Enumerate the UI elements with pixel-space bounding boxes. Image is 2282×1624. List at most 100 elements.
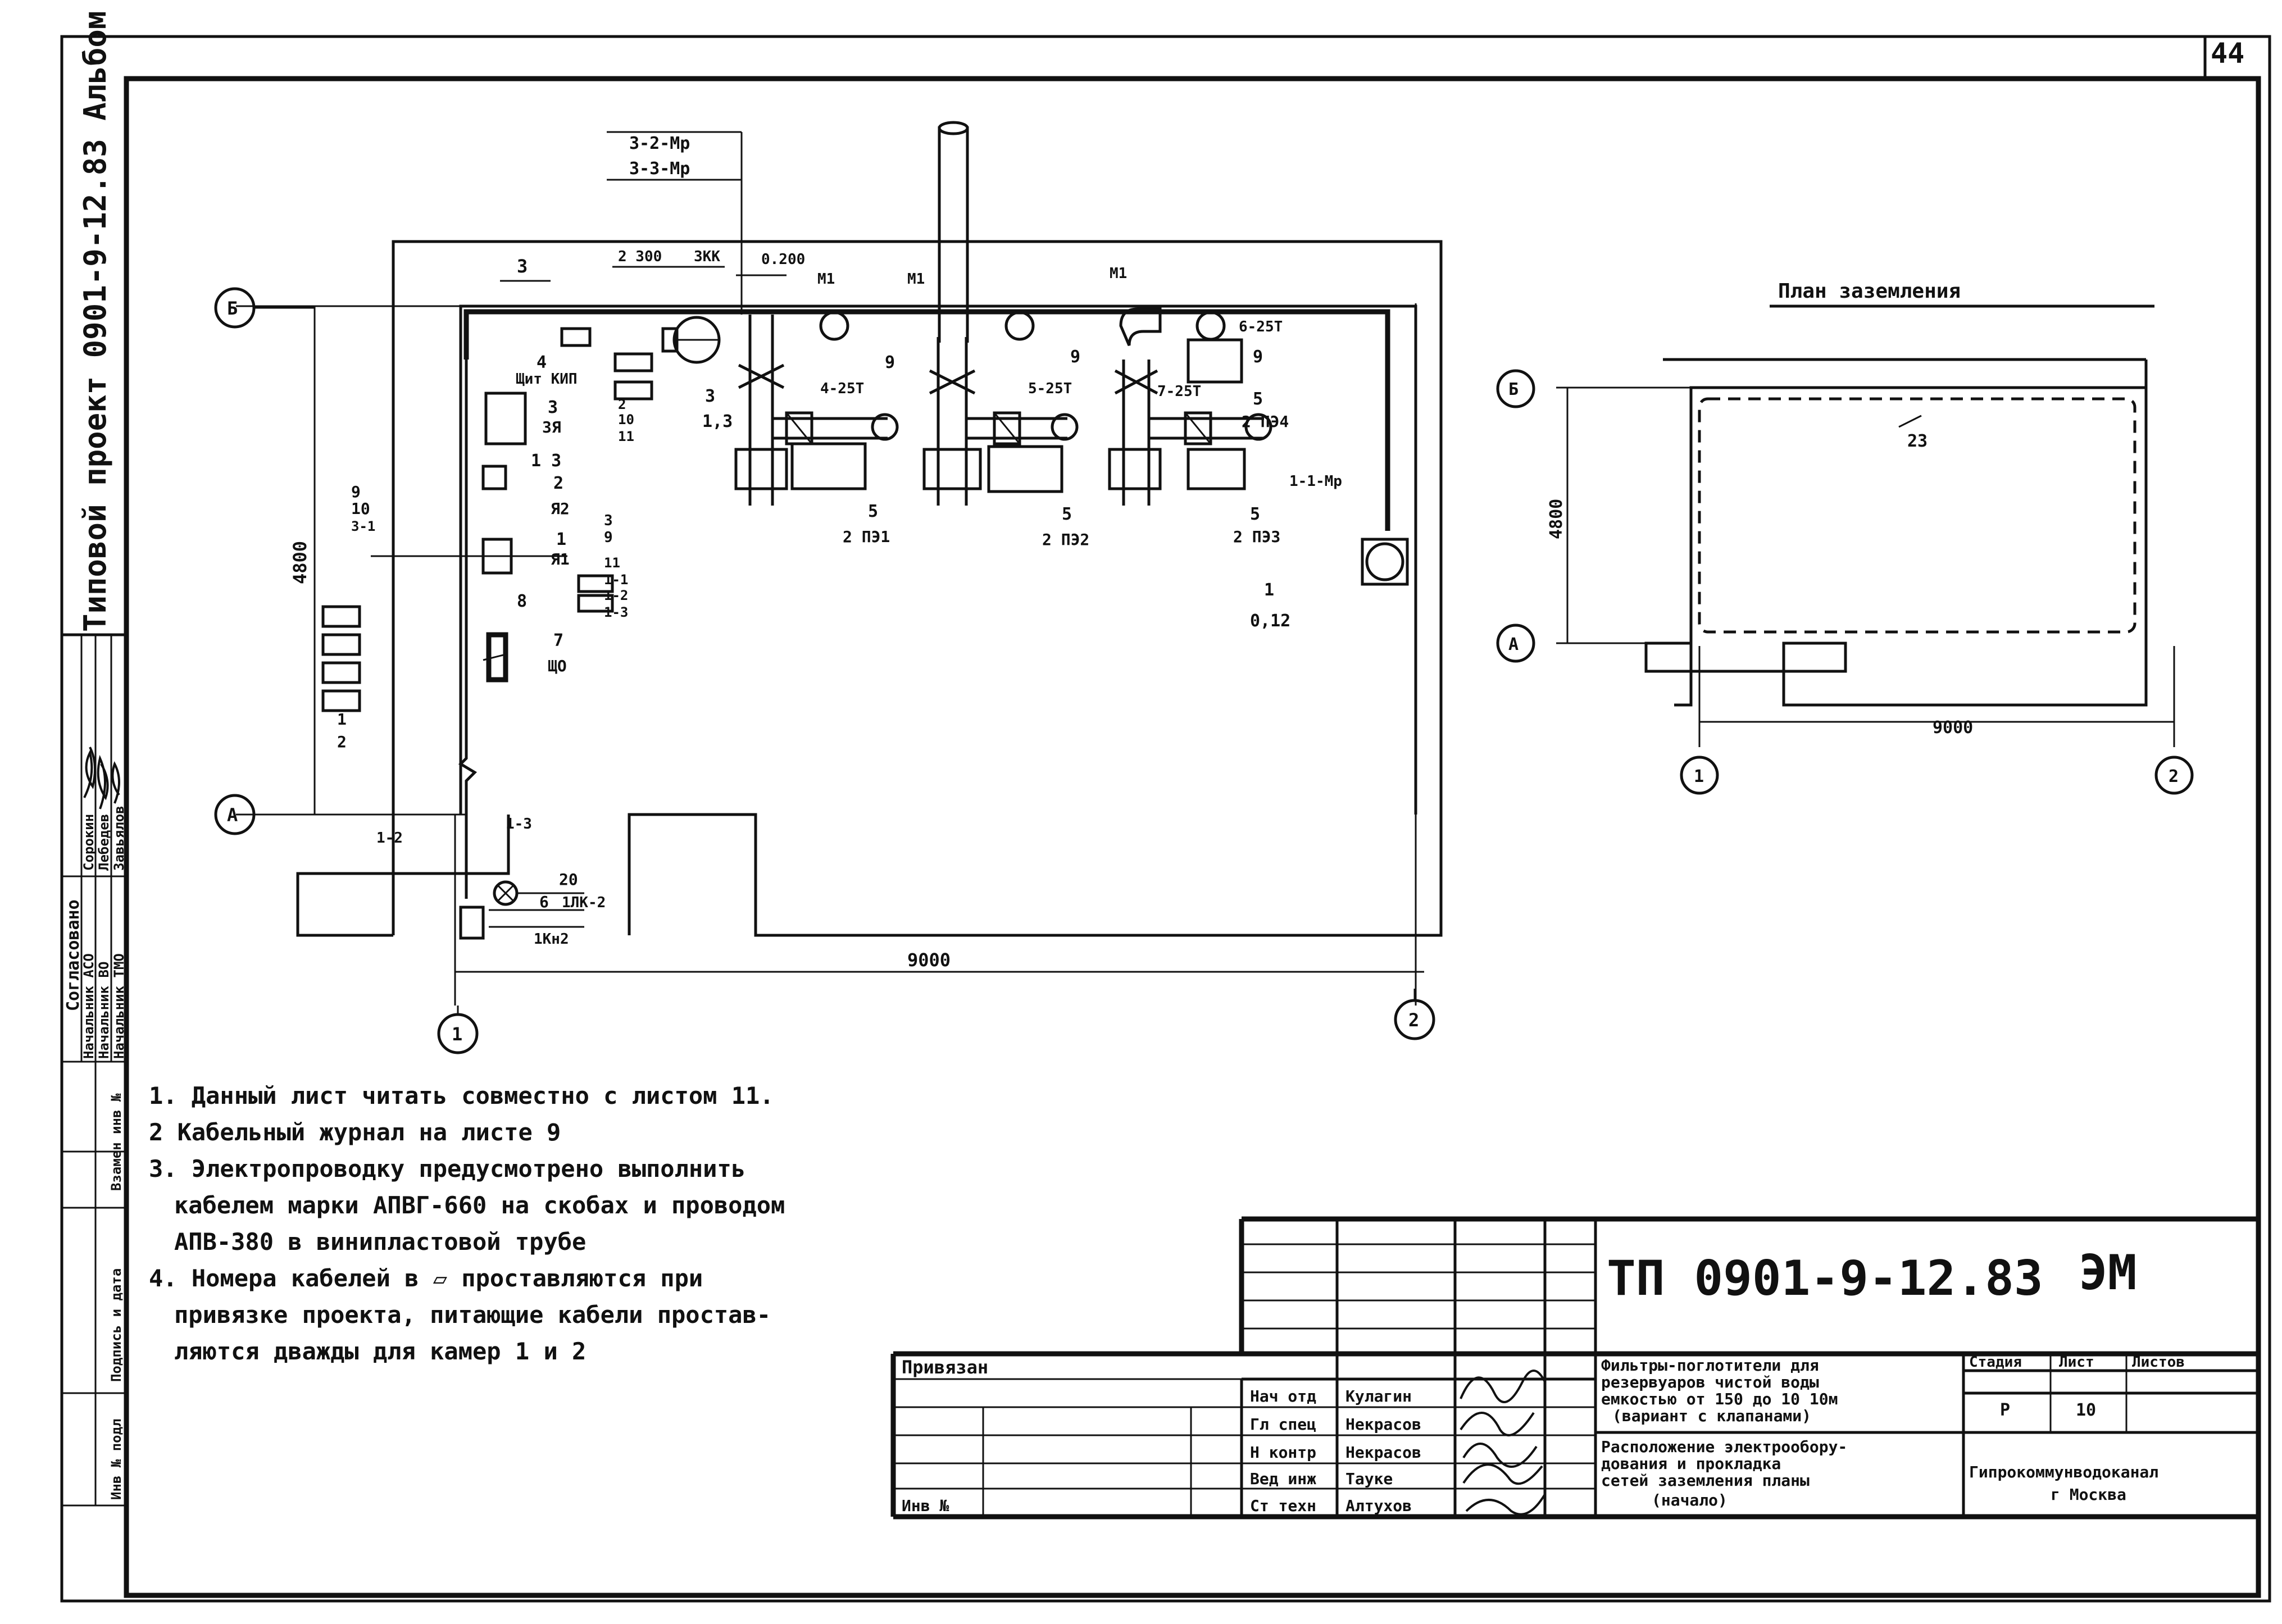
stamp-inv-orig: Инв № подл xyxy=(108,1419,124,1500)
g-axis-2-label: 2 xyxy=(2169,767,2179,786)
label-frac-1: 1 xyxy=(337,710,347,729)
label-7-25t: 7-25Т xyxy=(1157,383,1201,400)
plan-width-dim: 9000 xyxy=(907,949,951,971)
label-1-ya1: 1 xyxy=(556,530,566,549)
title-block: ТП 0901-9-12.83 ЭМ Привязан Инв № Нач от… xyxy=(890,1216,2258,1520)
g-width-dim: 9000 xyxy=(1933,718,1973,738)
label-5-c: 5 xyxy=(1250,504,1260,524)
doc-code: ТП 0901-9-12.83 xyxy=(1607,1250,2043,1307)
g-tag-23: 23 xyxy=(1907,431,1928,451)
inner-frame xyxy=(124,76,2261,1598)
outer-frame xyxy=(60,35,2271,1603)
elev-0200: 0.200 xyxy=(761,251,805,268)
label-stack-1-1: 1-1 xyxy=(604,572,628,588)
notes: 1. Данный лист читать совместно с листом… xyxy=(149,1082,785,1365)
label-0-12: 0,12 xyxy=(1250,611,1290,631)
privyazan-label: Привязан xyxy=(902,1357,988,1378)
project-title-3: емкостью от 150 до 10 10м xyxy=(1601,1390,1838,1408)
staff-name-1: Кулагин xyxy=(1345,1387,1412,1405)
label-1-3-mid: 1 3 xyxy=(531,451,561,471)
label-m1-a: М1 xyxy=(817,271,835,288)
label-1kn2: 1Кн2 xyxy=(534,931,569,948)
doc-mark: ЭМ xyxy=(2079,1245,2137,1301)
label-9-c: 9 xyxy=(1253,347,1263,367)
approval-name-3: Завьялов xyxy=(111,806,127,871)
label-3-fan: 3 xyxy=(705,386,715,406)
approval-name-2: Лебедев xyxy=(96,814,112,871)
label-stack-1-2: 1-2 xyxy=(604,588,628,603)
cable-3-3-label: 3-3-Мр xyxy=(629,159,690,179)
label-2-ya2: 2 xyxy=(553,474,563,493)
label-1-2: 1-2 xyxy=(376,830,403,847)
label-frac-2: 2 xyxy=(337,733,347,751)
label-stack-3: 3 xyxy=(604,512,613,529)
note-4: 4. Номера кабелей в ▱ проставляются при xyxy=(149,1264,703,1292)
note-4c: ляются дважды для камер 1 и 2 xyxy=(174,1338,586,1365)
elev-2300: 2 300 xyxy=(618,248,662,265)
label-2pe1: 2 ПЭ1 xyxy=(843,527,890,546)
label-5-25t: 5-25Т xyxy=(1028,380,1072,397)
note-4b: привязке проекта, питающие кабели проста… xyxy=(174,1301,771,1329)
axis-1-label: 1 xyxy=(452,1023,462,1045)
sheet-title-2: дования и прокладка xyxy=(1601,1454,1781,1473)
org-city: г Москва xyxy=(2051,1485,2126,1504)
label-left-3-1: 3-1 xyxy=(351,518,375,534)
label-left-10: 10 xyxy=(351,499,370,518)
label-stack-11: 11 xyxy=(604,555,620,571)
staff-role-5: Ст техн xyxy=(1250,1496,1316,1515)
g-axis-A-label: А xyxy=(1508,635,1519,654)
label-6-25t: 6-25Т xyxy=(1239,319,1283,335)
project-title-2: резервуаров чистой воды xyxy=(1601,1373,1819,1391)
label-3-ya3: 3 xyxy=(548,398,558,417)
staff-name-3: Некрасов xyxy=(1345,1443,1421,1462)
filter-unit-1 xyxy=(734,315,899,506)
cable-3-2-label: 3-2-Мр xyxy=(629,134,690,153)
label-9-a: 9 xyxy=(885,353,895,372)
label-1-1-mp: 1-1-Мр xyxy=(1289,473,1342,490)
grounding-plan: План заземления Б А 1 2 9000 4800 23 xyxy=(1496,280,2194,795)
staff-role-3: Н контр xyxy=(1250,1443,1316,1462)
axis-A-label: А xyxy=(227,804,238,826)
ventilator-1 xyxy=(1365,542,1404,581)
staff-name-5: Алтухов xyxy=(1345,1496,1412,1515)
sheet-value: 10 xyxy=(2076,1400,2096,1420)
label-6: 6 xyxy=(539,893,549,911)
label-3-top: 3 xyxy=(517,256,528,277)
inv-label: Инв № xyxy=(902,1496,949,1515)
label-8: 8 xyxy=(517,592,527,611)
staff-role-4: Вед инж xyxy=(1250,1470,1316,1488)
label-5-b: 5 xyxy=(1062,504,1072,524)
label-2pe3: 2 ПЭ3 xyxy=(1233,527,1280,546)
staff-name-2: Некрасов xyxy=(1345,1415,1421,1434)
stamp-replace-inv: Взамен инв № xyxy=(108,1093,124,1191)
label-9-b: 9 xyxy=(1070,347,1080,367)
label-5-a: 5 xyxy=(868,502,878,521)
approval-name-1: Сорокин xyxy=(81,814,97,871)
label-5-d: 5 xyxy=(1253,389,1263,409)
note-3: 3. Электропроводку предусмотрено выполни… xyxy=(149,1155,745,1182)
note-3c: АПВ-380 в винипластовой трубе xyxy=(174,1228,586,1255)
label-stack-1-3: 1-3 xyxy=(604,604,628,620)
label-m1-b: М1 xyxy=(907,271,925,288)
staff-role-2: Гл спец xyxy=(1250,1415,1316,1434)
approval-role-1: Начальник АСО xyxy=(81,953,97,1059)
sheet-title-1: Расположение электрообору- xyxy=(1601,1438,1847,1456)
label-stack-9: 9 xyxy=(604,529,613,546)
label-ya2: Я2 xyxy=(551,499,570,518)
label-shcho: ЩО xyxy=(548,657,567,675)
note-3b: кабелем марки АПВГ-660 на скобах и прово… xyxy=(174,1191,785,1219)
kip-panel xyxy=(484,392,527,445)
label-1-3-fan: 1,3 xyxy=(702,412,733,431)
label-7: 7 xyxy=(553,631,563,650)
g-height-dim: 4800 xyxy=(1547,499,1566,539)
page-number: 44 xyxy=(2211,37,2244,70)
label-3kk: 3КК xyxy=(694,248,720,265)
grounding-loop xyxy=(1698,397,2136,634)
approval-role-2: Начальник ВО xyxy=(96,962,112,1059)
approval-block: Согласовано Начальник АСО Сорокин Началь… xyxy=(62,633,127,1063)
staff-name-4: Тауке xyxy=(1345,1470,1393,1488)
sheets-header: Листов xyxy=(2132,1354,2185,1371)
label-1lk2: 1ЛК-2 xyxy=(562,894,606,911)
label-ya3: 3Я xyxy=(542,418,561,436)
electrical-plan: 3-2-Мр 3-3-Мр 3 2 300 3КК 0.200 М1 М1 М1… xyxy=(214,121,1443,1054)
